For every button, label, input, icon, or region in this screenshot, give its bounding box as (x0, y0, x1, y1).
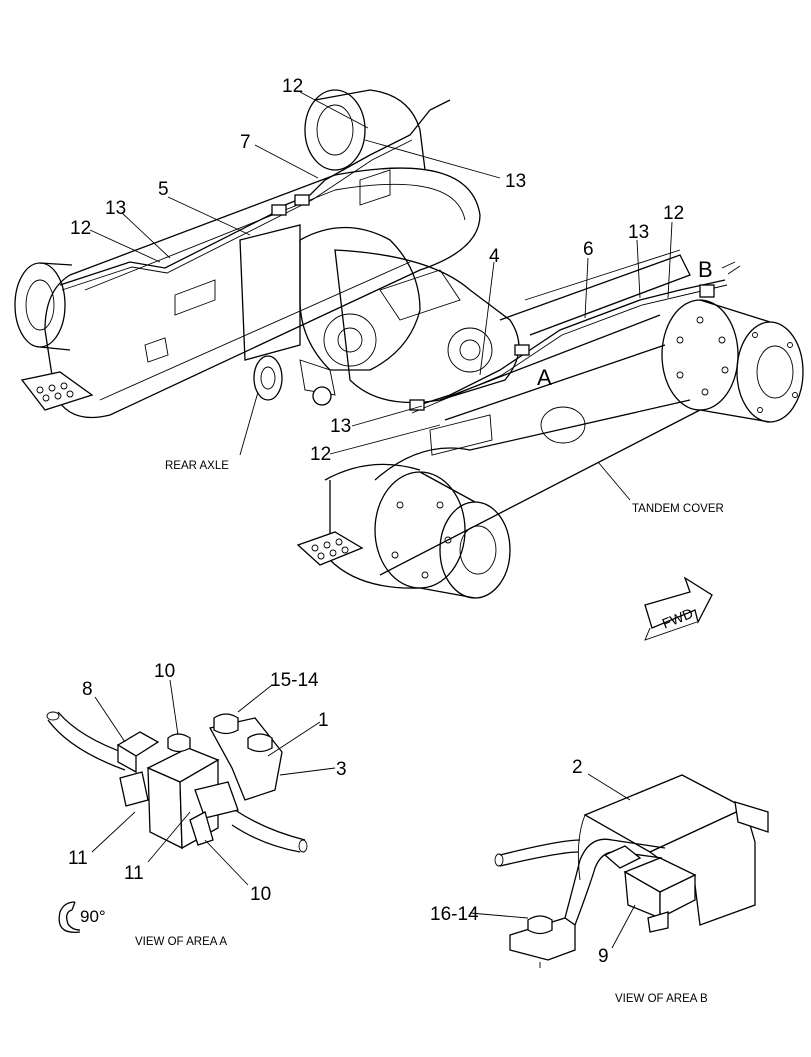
callout-10-top: 10 (154, 661, 175, 682)
view-b-drawing (494, 774, 769, 968)
callout-15-14: 15-14 (270, 670, 319, 691)
callout-11-center: 11 (124, 863, 144, 884)
callout-13-center: 13 (330, 416, 351, 437)
view-a-caption: VIEW OF AREA A (135, 936, 227, 948)
callout-5: 5 (158, 179, 169, 200)
callout-13-right: 13 (628, 222, 649, 243)
callout-11-left: 11 (68, 848, 88, 869)
rotation-label: 90° (80, 907, 106, 926)
view-a-leader-lines (91, 679, 336, 886)
callout-3: 3 (336, 759, 347, 780)
callout-6: 6 (583, 239, 594, 260)
callout-13-top: 13 (505, 171, 526, 192)
callout-1: 1 (318, 710, 329, 731)
rear-axle-assembly (14, 89, 804, 599)
rear-axle-label: REAR AXLE (165, 460, 229, 472)
area-b-marker: B (698, 257, 713, 282)
callout-8: 8 (82, 679, 93, 700)
callout-12-left: 12 (70, 218, 91, 239)
rotate-90-icon (58, 901, 81, 933)
callout-13-left: 13 (105, 198, 126, 219)
view-b-caption: VIEW OF AREA B (615, 993, 708, 1005)
callout-12-top: 12 (282, 76, 303, 97)
callout-12-right: 12 (663, 203, 684, 224)
area-a-marker: A (537, 365, 552, 390)
fwd-arrow: FWD (644, 576, 713, 641)
callout-9: 9 (598, 946, 609, 967)
callout-4: 4 (489, 246, 500, 267)
callout-2: 2 (572, 757, 583, 778)
view-a-drawing (46, 711, 308, 853)
fwd-label: FWD (660, 605, 696, 632)
callout-12-center: 12 (310, 444, 331, 465)
view-b-leader-lines (469, 773, 636, 949)
main-view-leader-lines (89, 91, 673, 501)
tandem-cover-label: TANDEM COVER (632, 503, 724, 515)
callout-7: 7 (240, 132, 251, 153)
callout-16-14: 16-14 (430, 904, 479, 925)
callout-10-bottom: 10 (250, 884, 271, 905)
